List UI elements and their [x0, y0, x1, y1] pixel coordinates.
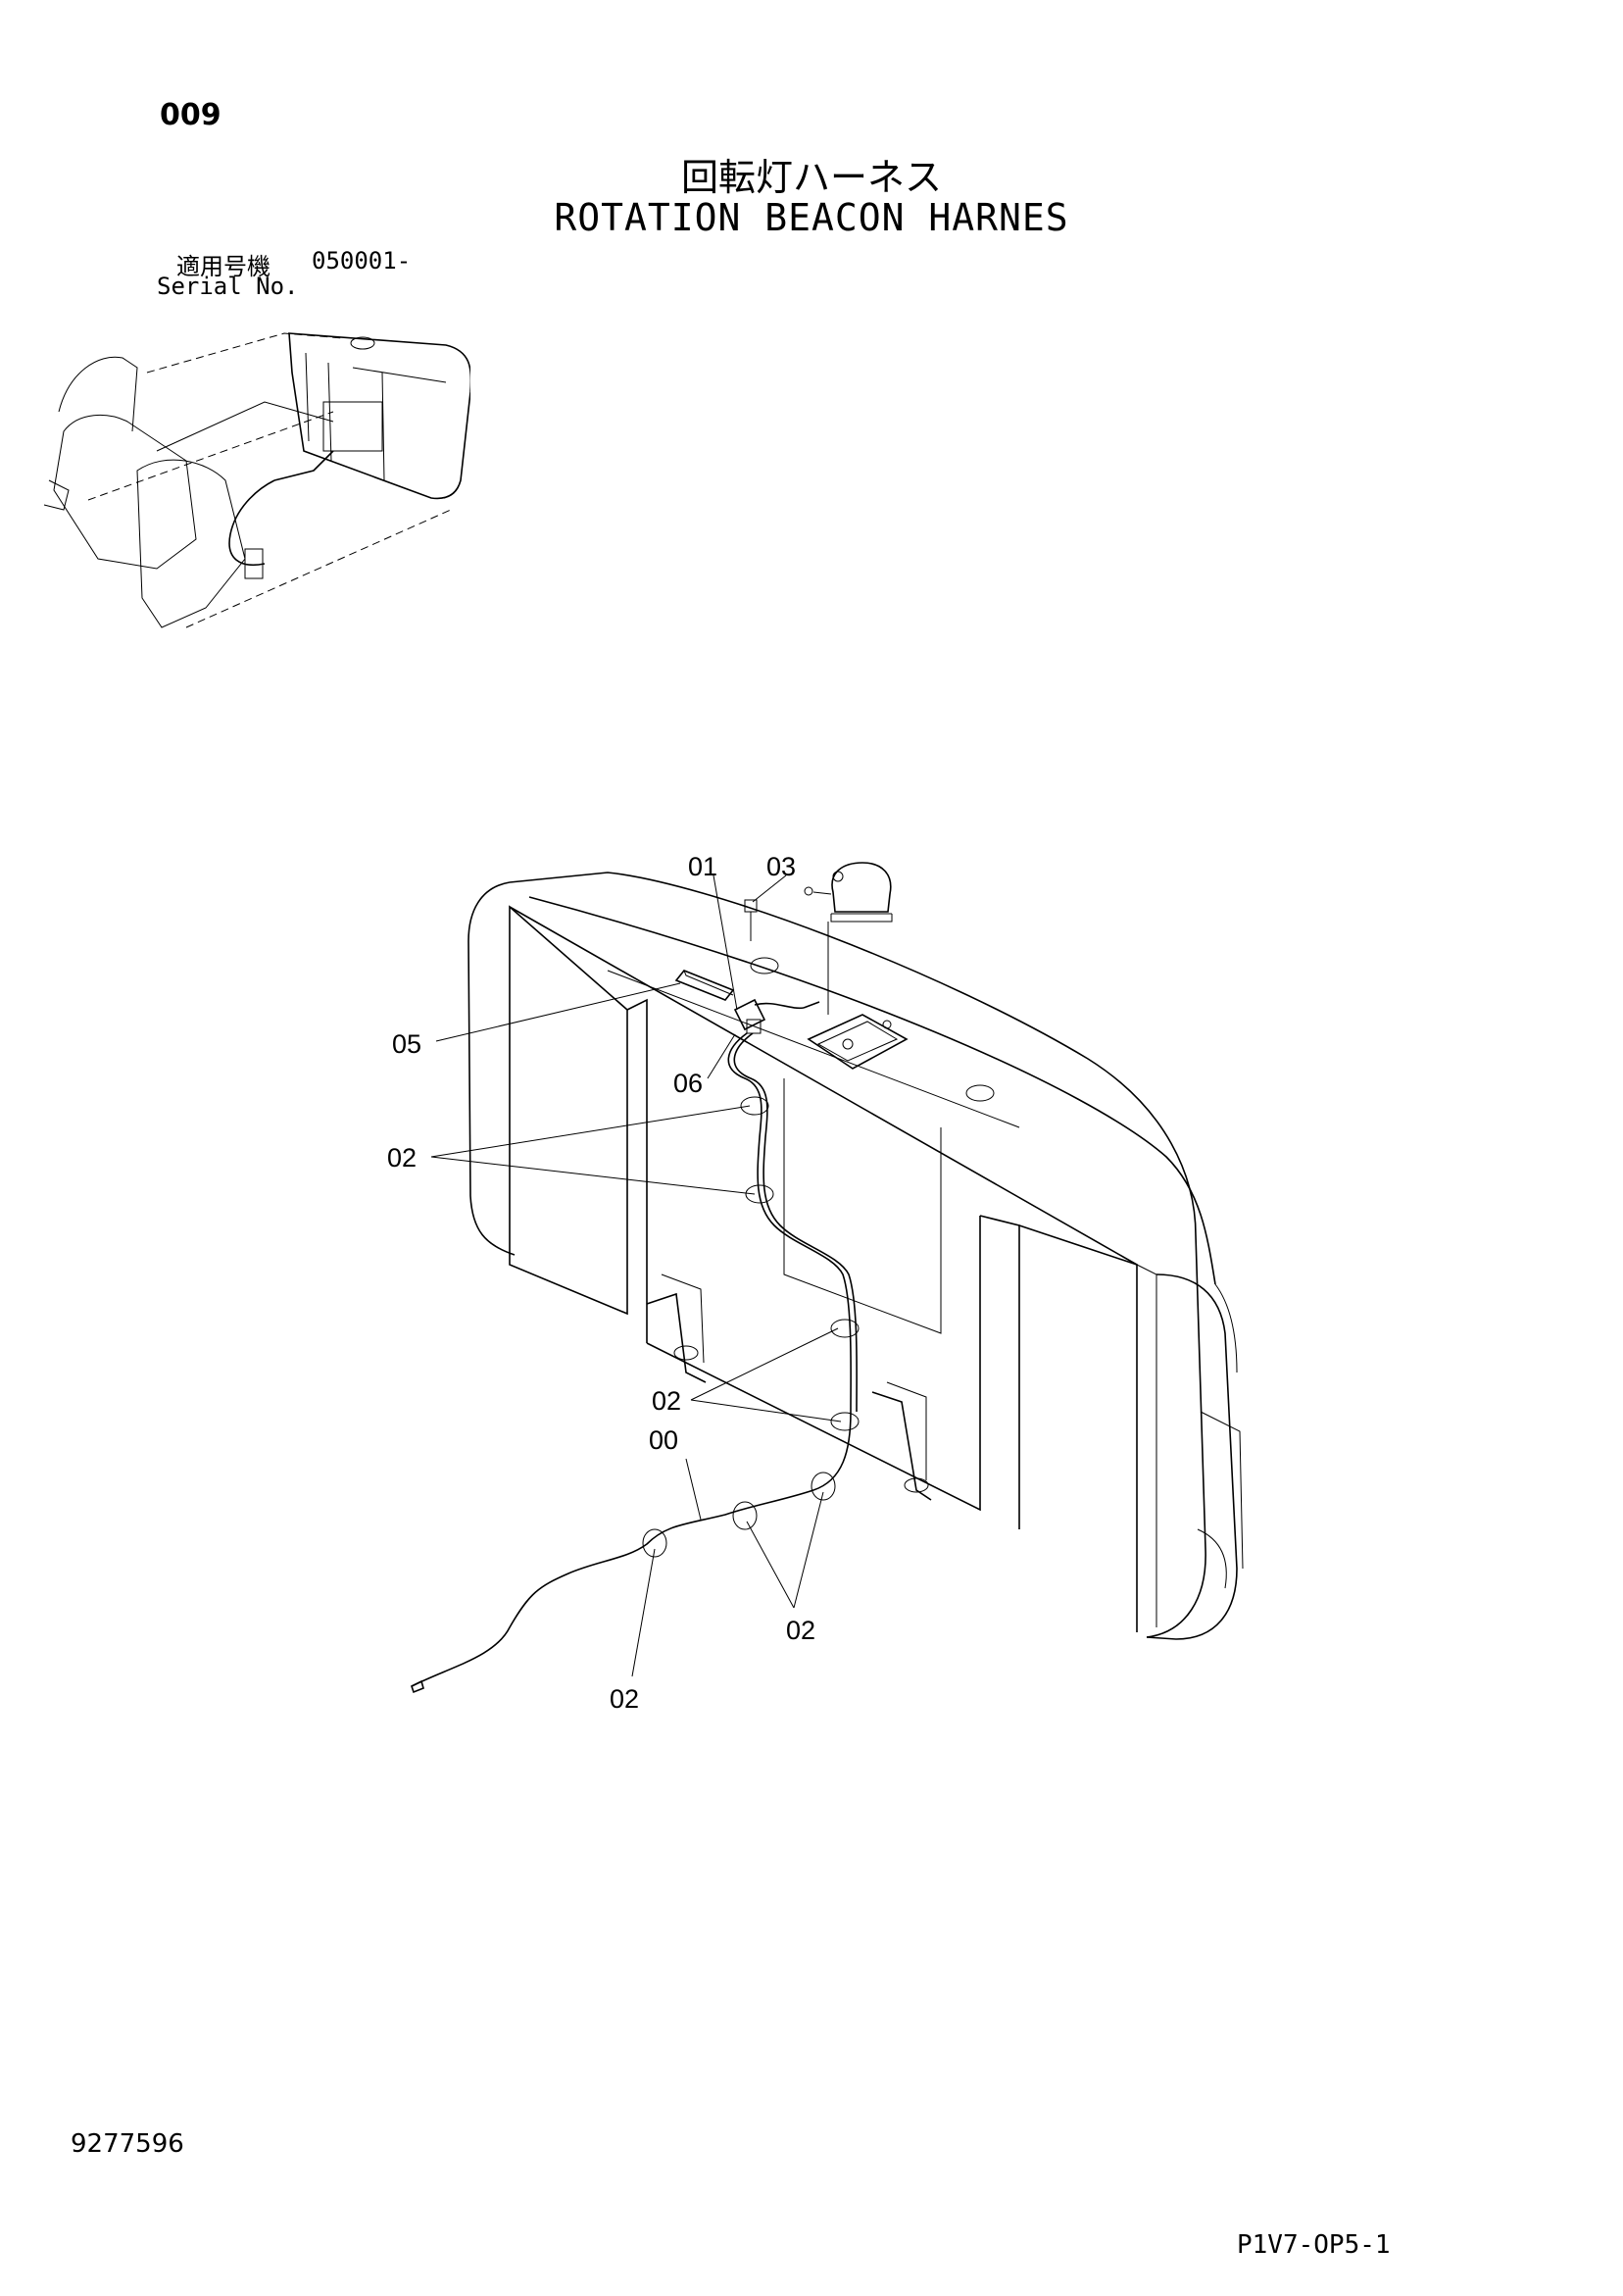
document-number: 9277596 — [71, 2129, 184, 2159]
overview-cab-outline — [43, 332, 452, 628]
serial-label-english: Serial No. — [157, 273, 299, 300]
callout-02-lower-left: 02 — [610, 1684, 639, 1714]
serial-value: 050001- — [312, 247, 412, 275]
harness-clamps — [642, 1096, 860, 1558]
callout-01: 01 — [688, 852, 717, 881]
page-number: 009 — [160, 98, 221, 132]
bolt-part — [744, 899, 758, 941]
callout-00: 00 — [649, 1425, 678, 1455]
callout-06: 06 — [673, 1069, 703, 1098]
callout-02-middle: 02 — [652, 1386, 681, 1416]
callout-02-upper: 02 — [387, 1143, 417, 1173]
page-title-english: ROTATION BEACON HARNES — [554, 196, 1069, 239]
overview-counterweight — [288, 332, 470, 500]
callout-02-lower-right: 02 — [786, 1616, 815, 1645]
overview-thumbnail — [43, 332, 470, 628]
serial-label-japanese: 適用号機 — [176, 253, 270, 280]
drawing-code: P1V7-OP5-1 — [1237, 2230, 1391, 2260]
overview-harness — [228, 450, 334, 579]
callout-05: 05 — [392, 1029, 421, 1059]
harness-bracket — [674, 970, 735, 1001]
leader-lines — [430, 874, 842, 1677]
counterweight-body — [467, 872, 1244, 1640]
connector-cluster — [733, 998, 820, 1034]
beacon-mount-plate — [750, 957, 995, 1102]
main-harness-wire — [411, 1032, 858, 1694]
rotating-beacon — [804, 862, 893, 1015]
page-title-japanese: 回転灯ハーネス — [680, 156, 942, 199]
callout-03: 03 — [766, 852, 796, 881]
